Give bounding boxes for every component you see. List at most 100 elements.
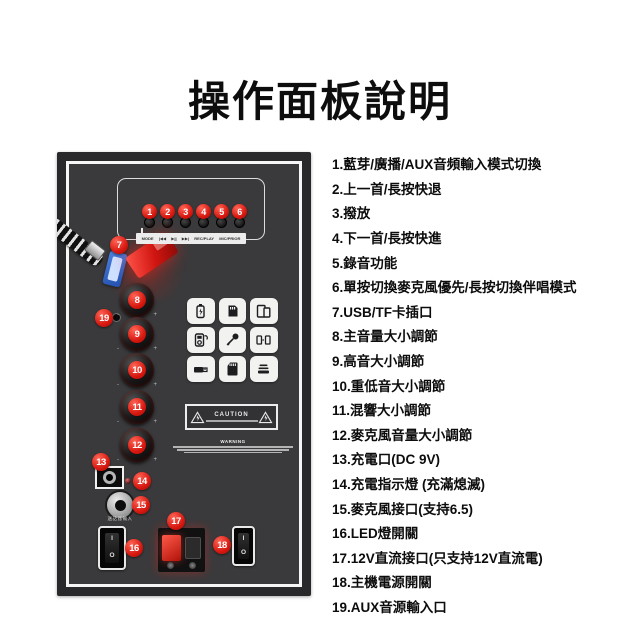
legend-item-label: 6.單按切換麥克風優先/長按切換伴唱模式 bbox=[332, 280, 577, 296]
device-link-icon bbox=[250, 327, 278, 353]
legend-item-label: 13.充電口(DC 9V) bbox=[332, 452, 441, 468]
screw-terminal bbox=[189, 562, 196, 569]
usb-port-slot bbox=[107, 256, 123, 282]
strip-label-mic-prior: MIC/PRIOR bbox=[219, 235, 241, 241]
legend-item: 15.麥克風接口(支持6.5) bbox=[332, 495, 637, 520]
strip-label-mode: MODE bbox=[141, 235, 154, 241]
legend-item-label: 3.撥放 bbox=[332, 206, 371, 222]
legend-item-label: 8.主音量大小調節 bbox=[332, 329, 438, 345]
knob-plus-label: + bbox=[153, 382, 157, 388]
caution-sticker: CAUTION bbox=[185, 404, 278, 430]
knob-minus-label: - bbox=[117, 382, 119, 388]
legend-item: 5.錄音功能 bbox=[332, 249, 637, 274]
switch-on-label: I bbox=[111, 535, 113, 543]
legend-item: 14.充電指示燈 (充滿熄滅) bbox=[332, 471, 637, 496]
callout-15-marker: 15 bbox=[132, 496, 150, 514]
dc-charge-jack[interactable] bbox=[95, 466, 124, 489]
callout-6-marker: 6 bbox=[232, 204, 247, 219]
legend-item: 7.USB/TF卡插口 bbox=[332, 299, 637, 324]
panel-surface: 1 2 3 4 5 6 MODE |◀◀ ▶|| ▶▶| REC/PLAY MI… bbox=[57, 152, 311, 596]
callout-17-marker: 17 bbox=[167, 512, 185, 530]
callout-2-marker: 2 bbox=[160, 204, 175, 219]
treble-knob[interactable]: - 9 + bbox=[117, 317, 157, 352]
legend-item-label: 2.上一首/長按快退 bbox=[332, 181, 442, 197]
mic-jack-hole bbox=[114, 499, 126, 511]
knob-minus-label: - bbox=[117, 312, 119, 318]
warning-fine-print bbox=[177, 449, 289, 451]
legend-item: 1.藍芽/廣播/AUX音頻輸入模式切換 bbox=[332, 151, 637, 176]
legend-item: 16.LED燈開關 bbox=[332, 520, 637, 545]
legend-item-label: 10.重低音大小調節 bbox=[332, 378, 446, 394]
caution-fine-print bbox=[205, 419, 258, 422]
control-panel-photo: 1 2 3 4 5 6 MODE |◀◀ ▶|| ▶▶| REC/PLAY MI… bbox=[57, 152, 311, 596]
legend-item-label: 5.錄音功能 bbox=[332, 255, 398, 271]
battery-charge-icon bbox=[187, 298, 215, 324]
callout-16-marker: 16 bbox=[125, 539, 143, 557]
callout-3-marker: 3 bbox=[178, 204, 193, 219]
microphone-icon bbox=[218, 327, 246, 353]
main-power-switch[interactable]: I O bbox=[232, 526, 255, 566]
knob-minus-label: - bbox=[117, 457, 119, 463]
rocker: I O bbox=[105, 533, 119, 563]
callout-11-marker: 11 bbox=[128, 398, 146, 416]
callout-18-marker: 18 bbox=[213, 536, 231, 554]
legend-item-label: 14.充電指示燈 (充滿熄滅) bbox=[332, 477, 486, 493]
legend-item: 13.充電口(DC 9V) bbox=[332, 446, 637, 471]
dc-jack-pin bbox=[103, 471, 116, 484]
legend-item-label: 9.高音大小調節 bbox=[332, 354, 425, 370]
tws-text-icon bbox=[250, 356, 278, 382]
legend-item-label: 15.麥克風接口(支持6.5) bbox=[332, 501, 474, 517]
feature-icon-grid bbox=[187, 298, 278, 382]
mic-65-jack[interactable] bbox=[107, 492, 133, 518]
usb-drive-icon bbox=[187, 356, 215, 382]
warning-triangle-icon bbox=[190, 410, 205, 423]
legend-item-label: 12.麥克風音量大小調節 bbox=[332, 427, 473, 443]
main-volume-knob[interactable]: - 8 + bbox=[117, 283, 157, 318]
knob-plus-label: + bbox=[153, 312, 157, 318]
memory-card-icon bbox=[218, 298, 246, 324]
mic-jack-label: 送話器輸入 bbox=[107, 516, 133, 521]
warning-title: WARNING bbox=[220, 439, 246, 444]
legend-item-label: 1.藍芽/廣播/AUX音頻輸入模式切換 bbox=[332, 157, 542, 173]
sd-card-icon bbox=[218, 356, 246, 382]
callout-4-marker: 4 bbox=[196, 204, 211, 219]
page-title: 操作面板說明 bbox=[187, 78, 452, 125]
led-light-switch[interactable]: I O bbox=[98, 526, 126, 570]
dc-12v-red-plug bbox=[162, 535, 181, 561]
legend-item: 4.下一首/長按快進 bbox=[332, 225, 637, 250]
legend-item-label: 18.主機電源開關 bbox=[332, 575, 432, 591]
legend-item: 2.上一首/長按快退 bbox=[332, 176, 637, 201]
callout-7-marker: 7 bbox=[110, 236, 128, 254]
legend-item-label: 19.AUX音源輸入口 bbox=[332, 599, 447, 615]
switch-off-label: O bbox=[109, 552, 115, 560]
legend-item: 18.主機電源開關 bbox=[332, 569, 637, 594]
legend-item: 3.撥放 bbox=[332, 200, 637, 225]
mic-volume-knob[interactable]: - 12 + bbox=[117, 428, 157, 463]
echo-knob[interactable]: - 11 + bbox=[117, 390, 157, 425]
legend-item: 6.單按切換麥克風優先/長按切換伴唱模式 bbox=[332, 274, 637, 299]
legend-item: 11.混響大小調節 bbox=[332, 397, 637, 422]
callout-19-marker: 19 bbox=[95, 309, 113, 327]
legend-item: 9.高音大小調節 bbox=[332, 348, 637, 373]
knob-plus-label: + bbox=[153, 457, 157, 463]
knob-minus-label: - bbox=[117, 346, 119, 352]
strip-label-prev-icon: |◀◀ bbox=[158, 235, 167, 241]
legend-item: 19.AUX音源輸入口 bbox=[332, 594, 637, 619]
callout-5-marker: 5 bbox=[214, 204, 229, 219]
strip-label-rec-play: REC/PLAY bbox=[194, 235, 215, 241]
warning-fine-print bbox=[184, 451, 282, 454]
dc-12v-connector[interactable] bbox=[158, 528, 205, 572]
legend-item-label: 17.12V直流接口(只支持12V直流電) bbox=[332, 550, 543, 566]
legend-item-label: 7.USB/TF卡插口 bbox=[332, 304, 433, 320]
phone-tablet-icon bbox=[250, 298, 278, 324]
callout-13-marker: 13 bbox=[92, 453, 110, 471]
knob-plus-label: + bbox=[153, 419, 157, 425]
switch-on-label: I bbox=[242, 534, 245, 542]
legend-item-label: 4.下一首/長按快進 bbox=[332, 231, 442, 247]
bass-knob[interactable]: - 10 + bbox=[117, 353, 157, 388]
callout-8-marker: 8 bbox=[128, 291, 146, 309]
legend-list: 1.藍芽/廣播/AUX音頻輸入模式切換 2.上一首/長按快退 3.撥放 4.下一… bbox=[332, 151, 637, 618]
legend-item: 10.重低音大小調節 bbox=[332, 372, 637, 397]
switch-off-label: O bbox=[240, 548, 247, 556]
